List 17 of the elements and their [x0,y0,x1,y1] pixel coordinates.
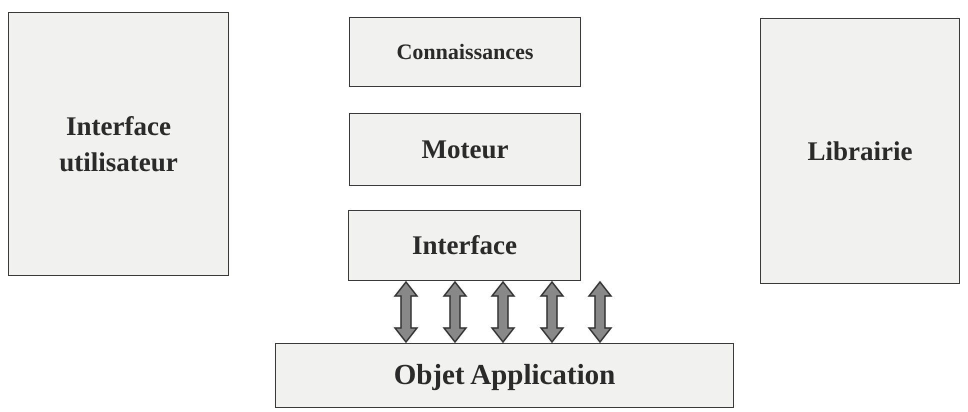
component-label: Interface utilisateur [58,110,179,179]
component-box [348,210,581,281]
double-arrow [490,280,516,344]
component-label: Objet Application [394,358,616,393]
double-arrow [393,280,419,344]
component-box [275,343,734,408]
component-box [349,17,581,87]
component-label: Connaissances [396,38,534,66]
component-label: Interface [412,229,517,262]
double-arrow [442,280,468,344]
double-arrow [587,280,613,344]
component-box [8,12,229,276]
component-label: Moteur [422,133,508,166]
double-arrow [539,280,565,344]
component-box [349,113,581,186]
component-label: Librairie [808,134,912,168]
component-box [760,18,960,284]
